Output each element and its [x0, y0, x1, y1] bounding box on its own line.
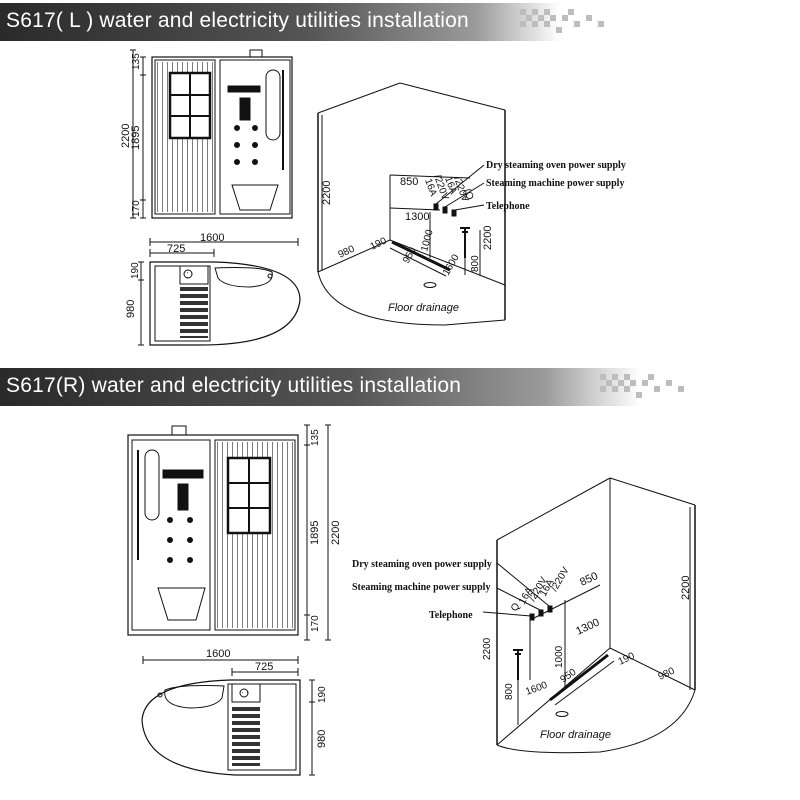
label-steam-machine: Steaming machine power supply: [486, 178, 624, 189]
dim-total-height: 2200: [330, 521, 342, 545]
dim-wall-height: 2200: [482, 226, 494, 250]
dim-bottom: 170: [310, 615, 321, 632]
front-dims-right: 135 1895 2200 170: [309, 429, 342, 632]
section-banner-left: S617( L ) water and electricity utilitie…: [0, 3, 800, 41]
socket-label-220v-b: /220V: [549, 565, 572, 593]
dim-socket-height: 850: [400, 176, 418, 188]
dim-seat-width: 725: [255, 661, 273, 673]
dim-wall-height: 2200: [680, 576, 692, 600]
dim-panel-height: 1895: [130, 126, 142, 150]
dim-left-wall: 2200: [482, 637, 493, 660]
dim-socket-offset: 1300: [574, 616, 601, 637]
plan-view-right: [141, 656, 315, 776]
plan-view-left: [138, 238, 301, 346]
front-view-left: [130, 49, 293, 219]
dim-bottom: 170: [131, 200, 142, 217]
label-telephone: Telephone: [486, 201, 530, 212]
dim-panel-height: 1895: [309, 521, 321, 545]
dim-depth: 980: [125, 300, 137, 318]
plan-dims-right: 1600 725 190 980: [206, 648, 328, 748]
dim-tap-height: 1000: [419, 228, 435, 253]
dim-tap-low: 800: [470, 255, 481, 272]
plan-dims-left: 1600 725 190 980: [125, 232, 224, 318]
dim-floor-a: 980: [337, 244, 357, 261]
label-dry-oven: Dry steaming oven power supply: [352, 559, 492, 570]
dim-socket-offset: 1300: [405, 211, 429, 223]
dim-top: 135: [131, 53, 142, 70]
dim-depth: 980: [316, 730, 328, 748]
room-labels-left: 2200 850 1300 2200 1000 800 980 190 950 …: [321, 160, 626, 314]
dim-tap-low: 800: [504, 683, 515, 700]
dim-socket-height: 850: [578, 570, 600, 589]
dim-floor-c: 950: [558, 667, 578, 686]
dim-floor-d: 1600: [441, 252, 462, 277]
checker-pattern: [600, 374, 684, 398]
dim-corner: 190: [130, 262, 141, 279]
section-title-left: S617( L ) water and electricity utilitie…: [6, 9, 469, 32]
dim-width: 1600: [200, 232, 224, 244]
dim-total-height: 2200: [120, 124, 132, 148]
dim-floor-d: 1600: [524, 680, 549, 698]
dim-left-wall: 2200: [321, 181, 333, 205]
checker-pattern: [520, 9, 604, 33]
banner-bar: [0, 368, 640, 406]
dim-floor-a: 980: [657, 666, 677, 683]
dim-tap-height: 1000: [554, 645, 565, 668]
label-telephone: Telephone: [429, 610, 473, 621]
label-floor-drainage: Floor drainage: [388, 302, 459, 314]
label-steam-machine: Steaming machine power supply: [352, 582, 490, 593]
front-view-right: [127, 424, 331, 641]
dim-corner: 190: [317, 686, 328, 703]
dim-seat-width: 725: [167, 243, 185, 255]
label-floor-drainage: Floor drainage: [540, 729, 611, 741]
section-title-right: S617(R) water and electricity utilities …: [6, 374, 462, 397]
room-view-right: [482, 477, 696, 754]
label-dry-oven: Dry steaming oven power supply: [486, 160, 626, 171]
socket-label-q: (Q: [461, 187, 475, 201]
dim-top: 135: [310, 429, 321, 446]
section-banner-right: S617(R) water and electricity utilities …: [0, 368, 800, 406]
front-dims-left: 135 1895 2200 170: [120, 53, 142, 217]
banner-bar: [0, 3, 560, 41]
dim-floor-b: 190: [369, 236, 389, 253]
room-view-left: [317, 82, 506, 326]
dim-width: 1600: [206, 648, 230, 660]
